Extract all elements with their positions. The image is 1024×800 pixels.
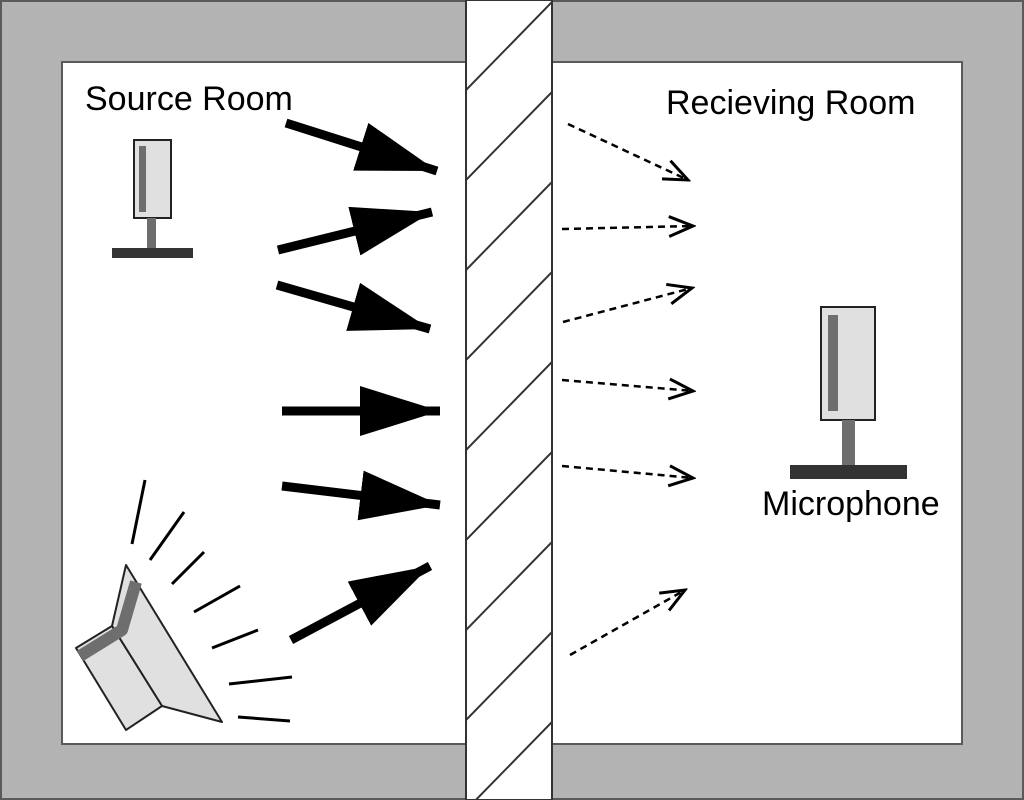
incident-arrow xyxy=(284,118,439,176)
transmitted-arrow xyxy=(561,226,693,229)
receiving-room xyxy=(551,61,963,745)
transmitted-arrow xyxy=(561,380,693,391)
transmitted-arrow xyxy=(562,288,692,324)
transmitted-arrow xyxy=(567,122,688,180)
receiving-room-label: Recieving Room xyxy=(666,84,915,122)
microphone-icon xyxy=(790,306,907,479)
transmitted-arrow xyxy=(561,466,693,478)
incident-arrow xyxy=(276,206,434,256)
incident-sound-arrows xyxy=(275,118,441,644)
partition-wall xyxy=(465,0,553,800)
transmitted-sound-arrows xyxy=(561,122,693,657)
incident-arrow xyxy=(288,562,433,644)
incident-arrow xyxy=(281,470,441,521)
transmitted-arrow xyxy=(569,590,685,657)
loudspeaker-icon xyxy=(75,564,223,731)
microphone-label: Microphone xyxy=(762,485,940,523)
source-room-label: Source Room xyxy=(85,80,293,118)
incident-arrow xyxy=(275,280,432,334)
microphone-icon xyxy=(112,139,193,258)
sound-wave-lines xyxy=(130,479,293,723)
